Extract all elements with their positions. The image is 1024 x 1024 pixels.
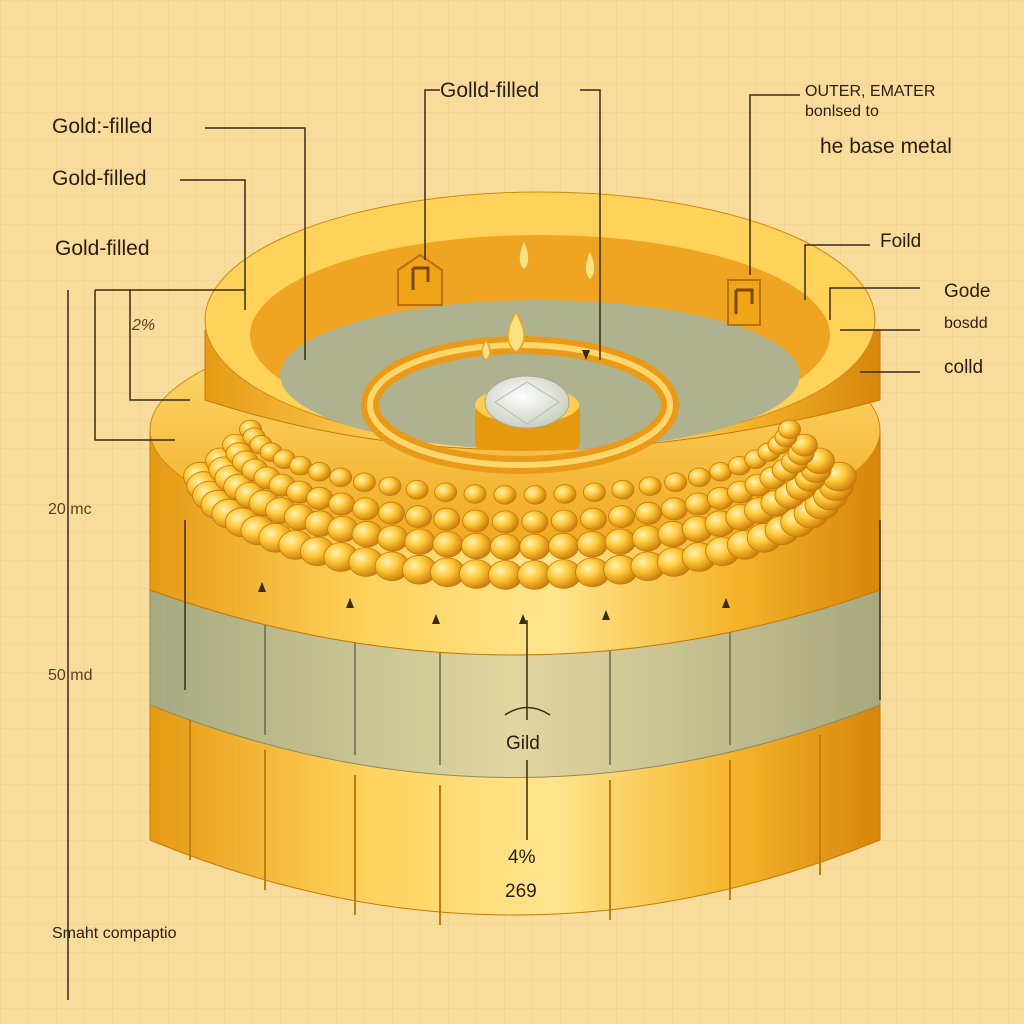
bead <box>583 482 606 503</box>
label-gode: Gode <box>944 281 991 302</box>
bead <box>523 485 547 505</box>
bead <box>664 472 687 492</box>
label-outer-layer-1: OUTER, EMATER <box>805 83 936 100</box>
bead <box>433 507 461 531</box>
bead <box>687 467 711 488</box>
bead <box>493 485 517 505</box>
label-bottom-number: 269 <box>505 881 537 902</box>
bead <box>778 419 801 440</box>
bead <box>491 510 519 534</box>
bead <box>608 505 635 528</box>
leader-lines <box>67 89 920 1000</box>
bead <box>635 501 662 525</box>
dimension-lower: 50 md <box>48 667 93 684</box>
bead <box>352 472 376 492</box>
label-gold-filled-low: Gold-filled <box>55 237 150 260</box>
label-gold-filled-center: Golld-filled <box>440 79 540 102</box>
bead <box>489 533 521 561</box>
bead <box>660 497 688 521</box>
label-colld: colld <box>944 357 984 378</box>
label-foild: Foild <box>880 231 922 252</box>
bead <box>611 480 635 500</box>
bead <box>521 510 549 534</box>
bead <box>351 520 383 548</box>
bead <box>432 531 464 558</box>
tag-icon <box>397 253 443 306</box>
label-gold-filled-mid: Gold-filled <box>52 167 147 190</box>
label-gild: Gild <box>506 733 540 754</box>
bead <box>576 531 608 558</box>
gem-icon <box>475 375 580 450</box>
label-outer-layer-2: bonlsed to <box>805 103 879 120</box>
bead-chain <box>183 419 857 590</box>
bead <box>378 476 402 497</box>
footer-caption: Smaht compaptio <box>52 925 177 942</box>
bead <box>434 482 458 503</box>
bead <box>548 532 579 560</box>
arrow-markers <box>258 350 730 624</box>
dimension-upper: 20 mc <box>48 501 92 518</box>
label-base-metal: he base metal <box>820 135 952 158</box>
bead <box>307 462 331 482</box>
bead <box>463 484 487 504</box>
label-bottom-percent: 4% <box>508 847 536 868</box>
label-gold-filled-top: Gold:-filled <box>52 115 153 138</box>
bead <box>377 525 409 552</box>
tag-icon <box>727 279 761 326</box>
bead <box>405 505 432 528</box>
bead <box>405 480 429 500</box>
bead <box>579 507 607 531</box>
bead <box>377 501 405 525</box>
bead <box>460 532 492 560</box>
bead <box>631 525 663 552</box>
bead <box>553 484 577 504</box>
bead <box>328 492 356 516</box>
bead <box>352 497 380 521</box>
bead <box>638 476 662 497</box>
bead <box>329 467 353 488</box>
arc-mark <box>504 706 551 716</box>
bead <box>462 509 490 533</box>
label-inner-percent: 2% <box>132 317 156 334</box>
label-bosdd: bosdd <box>944 315 988 332</box>
bead <box>404 528 436 555</box>
bead <box>550 509 578 533</box>
droplet-icon <box>481 238 596 361</box>
bead <box>604 528 636 555</box>
bead <box>519 533 550 561</box>
